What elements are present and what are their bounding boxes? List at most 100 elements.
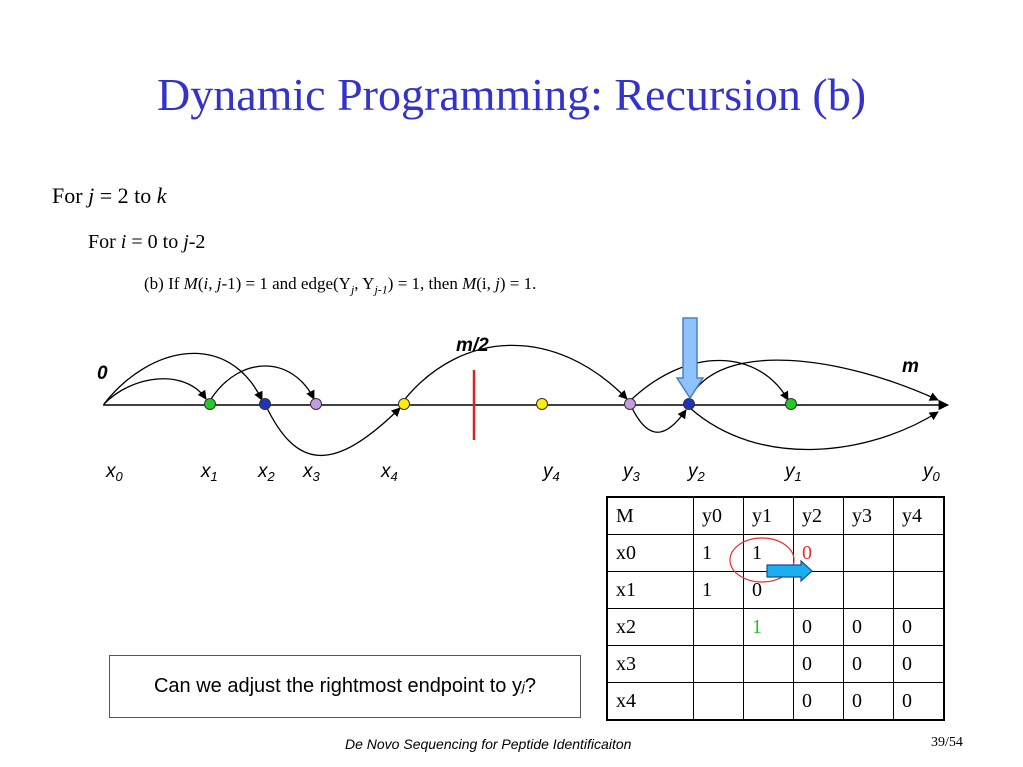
table-cell: x0 bbox=[606, 534, 694, 572]
text-span: -2 bbox=[188, 231, 206, 253]
table-cell: y0 bbox=[693, 496, 744, 535]
text-span: = 2 to bbox=[94, 183, 157, 208]
text-span: (i, bbox=[476, 274, 496, 293]
var-i: i bbox=[203, 274, 209, 293]
table-cell bbox=[893, 534, 945, 572]
page-number: 39/54 bbox=[931, 735, 963, 750]
label-y3: y3 bbox=[621, 461, 641, 484]
table-cell: 0 bbox=[793, 608, 844, 646]
var-j: j bbox=[183, 231, 189, 253]
label-x0: x0 bbox=[105, 461, 124, 484]
table-cell: x1 bbox=[606, 571, 694, 609]
slide-title: Dynamic Programming: Recursion (b) bbox=[156, 69, 867, 120]
question-box: Can we adjust the rightmost endpoint to … bbox=[109, 655, 581, 718]
table-cell bbox=[743, 682, 794, 721]
arc-y3-y1 bbox=[631, 359, 789, 401]
arc-y3-y2 bbox=[631, 407, 687, 433]
point-x3 bbox=[310, 398, 322, 410]
table-cell bbox=[793, 571, 844, 609]
question-sub: j bbox=[521, 679, 525, 694]
table-cell: 0 bbox=[793, 534, 844, 572]
arc-x2-x4 bbox=[265, 405, 401, 457]
table-cell bbox=[893, 571, 945, 609]
text-span: For bbox=[88, 231, 121, 253]
arc-x4-y3 bbox=[404, 344, 628, 400]
down-arrow-indicator bbox=[675, 317, 705, 400]
point-y1 bbox=[785, 398, 797, 410]
table-cell: y1 bbox=[743, 496, 794, 535]
arc-x1-x3 bbox=[210, 365, 315, 400]
arc-y2-y0-lower bbox=[689, 407, 939, 451]
var-j: j bbox=[495, 274, 500, 293]
question-text: Can we adjust the rightmost endpoint to … bbox=[153, 675, 522, 697]
text-span: ) = 1. bbox=[499, 274, 537, 293]
table-cell bbox=[693, 608, 744, 646]
label-x4: x4 bbox=[380, 461, 398, 484]
label-x2: x2 bbox=[257, 461, 276, 484]
table-cell: 0 bbox=[893, 645, 945, 683]
label-mid: m/2 bbox=[456, 335, 489, 356]
point-x1 bbox=[204, 398, 216, 410]
label-y2: y2 bbox=[686, 461, 706, 484]
point-x2 bbox=[259, 398, 271, 410]
var-j: j bbox=[216, 274, 222, 293]
point-y4 bbox=[536, 398, 548, 410]
var-M: M bbox=[183, 274, 198, 293]
text-span: -1) = 1 and edge(Y bbox=[221, 274, 351, 293]
question-end: ? bbox=[524, 675, 536, 697]
loop-inner-line: For i = 0 to j-2 bbox=[88, 231, 205, 254]
table-cell bbox=[693, 682, 744, 721]
text-span: , Y bbox=[354, 274, 375, 293]
var-i: i bbox=[120, 231, 127, 253]
table-cell: x3 bbox=[606, 645, 694, 683]
table-cell: 0 bbox=[743, 571, 794, 609]
label-m: m bbox=[902, 356, 919, 377]
table-cell: y3 bbox=[843, 496, 894, 535]
table-cell: 0 bbox=[893, 682, 945, 721]
table-cell: 0 bbox=[843, 608, 894, 646]
text-span: (b) If bbox=[144, 274, 184, 293]
table-cell: 1 bbox=[693, 534, 744, 572]
text-span: ( bbox=[197, 274, 204, 293]
label-x1: x1 bbox=[200, 461, 218, 484]
table-cell: y4 bbox=[893, 496, 945, 535]
arc-0-x1 bbox=[103, 378, 207, 405]
table-cell: 1 bbox=[743, 534, 794, 572]
label-y1: y1 bbox=[783, 461, 802, 484]
label-zero: 0 bbox=[97, 363, 108, 384]
table-cell bbox=[743, 645, 794, 683]
text-span: = 0 to bbox=[126, 231, 184, 253]
text-span: ) = 1, then bbox=[387, 274, 463, 293]
table-cell: x2 bbox=[606, 608, 694, 646]
slide-footer: De Novo Sequencing for Peptide Identific… bbox=[345, 736, 632, 752]
sub-j: j bbox=[350, 282, 355, 297]
table-cell: x4 bbox=[606, 682, 694, 721]
table-cell: 1 bbox=[693, 571, 744, 609]
var-j: j bbox=[88, 183, 95, 208]
table-cell: 0 bbox=[843, 645, 894, 683]
table-cell: 0 bbox=[793, 645, 844, 683]
table-cell bbox=[693, 645, 744, 683]
var-k: k bbox=[156, 183, 167, 208]
table-cell: y2 bbox=[793, 496, 844, 535]
label-x3: x3 bbox=[302, 461, 321, 484]
condition-line: (b) If M(i, j-1) = 1 and edge(Yj, Yj-1) … bbox=[144, 274, 536, 297]
arc-0-x2 bbox=[103, 352, 263, 405]
table-cell: 1 bbox=[743, 608, 794, 646]
text-span: For bbox=[52, 183, 89, 208]
loop-outer-line: For j = 2 to k bbox=[52, 183, 166, 209]
table-cell bbox=[843, 534, 894, 572]
text-span: , bbox=[208, 274, 217, 293]
arc-y2-y0 bbox=[689, 359, 939, 401]
point-y3 bbox=[624, 398, 636, 410]
table-cell: M bbox=[606, 496, 694, 535]
table-cell: 0 bbox=[793, 682, 844, 721]
table-cell bbox=[843, 571, 894, 609]
